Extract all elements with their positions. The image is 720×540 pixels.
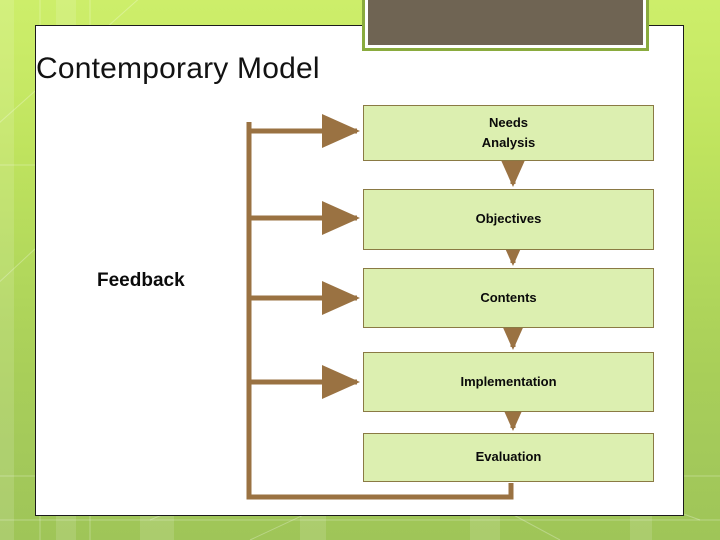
feedback-label: Feedback — [97, 270, 185, 291]
flow-box-label-objectives: Objectives — [475, 211, 542, 227]
needs-analysis-line2: Analysis — [481, 135, 536, 150]
flow-box-evaluation[interactable]: Evaluation — [363, 433, 654, 482]
flow-box-needs-analysis[interactable]: Needs Analysis — [363, 105, 654, 161]
needs-analysis-line1: Needs — [488, 114, 528, 130]
header-banner-inner — [365, 0, 646, 48]
page-title: Contemporary Model — [36, 52, 320, 85]
header-banner-fill — [368, 0, 643, 45]
flow-box-label-contents: Contents — [480, 289, 537, 305]
flow-box-contents[interactable]: Contents — [363, 268, 654, 328]
flow-box-label-implementation: Implementation — [460, 373, 557, 389]
header-banner — [362, 0, 649, 51]
flow-box-label-evaluation: Evaluation — [475, 449, 542, 465]
flow-box-implementation[interactable]: Implementation — [363, 352, 654, 412]
flow-box-objectives[interactable]: Objectives — [363, 189, 654, 250]
flow-box-label-needs-analysis: Needs Analysis — [482, 113, 535, 153]
